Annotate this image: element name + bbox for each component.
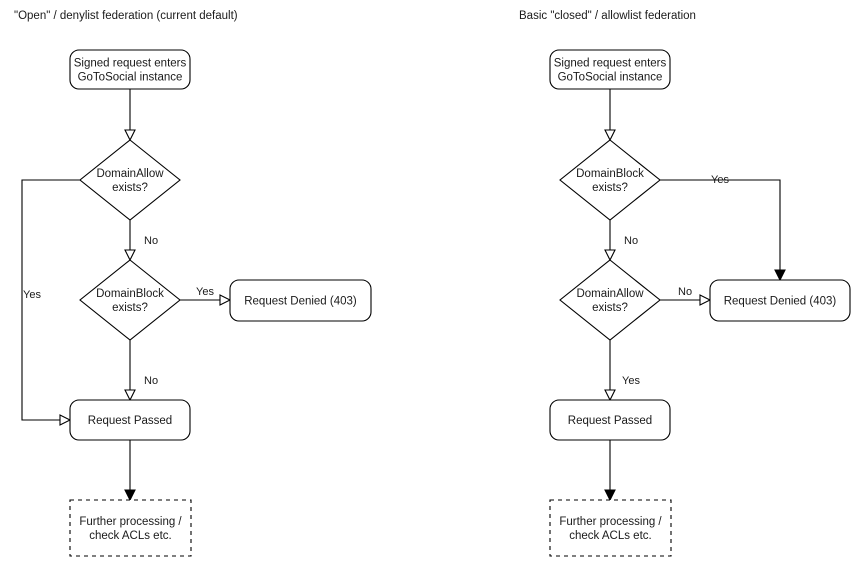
- diagram-title: "Open" / denylist federation (current de…: [14, 10, 238, 22]
- node-label: Request Passed: [568, 415, 652, 427]
- arrowhead-open-right: [699, 294, 712, 306]
- node-label: Further processing /check ACLs etc.: [559, 516, 662, 542]
- arrowhead-open-down: [604, 249, 616, 262]
- arrowhead-open-down: [604, 129, 616, 142]
- request-denied-node: Request Denied (403): [229, 279, 372, 322]
- edge-label: No: [144, 235, 158, 247]
- node-label: Request Denied (403): [724, 296, 837, 308]
- request-denied-node: Request Denied (403): [709, 279, 851, 322]
- edge-label: No: [144, 375, 158, 387]
- arrowhead-open-down: [124, 389, 136, 402]
- edge-passed-to-further: [124, 440, 136, 502]
- arrowhead-open-down: [124, 129, 136, 142]
- rounded-box: [229, 279, 372, 322]
- arrowhead-open-right: [219, 294, 232, 306]
- request-passed-node: Request Passed: [69, 399, 191, 441]
- arrowhead-open-right: [59, 414, 72, 426]
- further-processing-node: Further processing /check ACLs etc.: [549, 499, 672, 557]
- arrowhead-solid-down: [604, 489, 616, 502]
- edge-label: No: [624, 235, 638, 247]
- edge-domainblock-no-to-domainallow: No: [604, 220, 638, 262]
- edge-passed-to-further: [604, 440, 616, 502]
- diagram-title: Basic "closed" / allowlist federation: [519, 10, 696, 22]
- edge-entry-to-domainblock: [604, 89, 616, 142]
- rounded-box: [549, 399, 671, 441]
- dashed-box: [549, 499, 672, 557]
- arrowhead-open-down: [124, 249, 136, 262]
- decision-diamond: [79, 139, 181, 221]
- edge-entry-to-domainallow: [124, 89, 136, 142]
- rounded-box: [69, 399, 191, 441]
- node-label: Further processing /check ACLs etc.: [79, 516, 182, 542]
- edge-label: Yes: [622, 375, 640, 387]
- rounded-box: [709, 279, 851, 322]
- node-label: Request Denied (403): [244, 296, 357, 308]
- node-label: Request Passed: [88, 415, 172, 427]
- arrowhead-open-down: [604, 389, 616, 402]
- decision-diamond: [79, 259, 181, 341]
- edge-label: Yes: [711, 174, 729, 186]
- arrowhead-solid-down: [124, 489, 136, 502]
- edge-domainallow-yes-to-passed: Yes: [604, 340, 640, 402]
- edge-label: No: [678, 286, 692, 298]
- edge-path: [21, 179, 80, 421]
- dashed-box: [69, 499, 192, 557]
- edge-label: Yes: [196, 286, 214, 298]
- further-processing-node: Further processing /check ACLs etc.: [69, 499, 192, 557]
- edge-domainblock-yes-to-denied: Yes: [180, 286, 232, 306]
- edge-domainblock-yes-to-denied: Yes: [660, 174, 786, 282]
- edge-domainallow-yes-to-passed: Yes: [21, 179, 80, 426]
- request-passed-node: Request Passed: [549, 399, 671, 441]
- edge-domainblock-no-to-passed: No: [124, 340, 158, 402]
- decision-diamond: [559, 259, 661, 341]
- rounded-box: [69, 49, 191, 90]
- edge-label: Yes: [23, 289, 41, 301]
- diagram-open-denylist: "Open" / denylist federation (current de…: [14, 10, 372, 557]
- edge-domainallow-no-to-denied: No: [660, 286, 712, 306]
- decision-diamond: [559, 139, 661, 221]
- rounded-box: [549, 49, 671, 90]
- diagram-closed-allowlist: Basic "closed" / allowlist federationYes…: [519, 10, 851, 557]
- edge-domainallow-no-to-domainblock: No: [124, 220, 158, 262]
- edge-path: [660, 179, 781, 274]
- arrowhead-solid-down: [774, 269, 786, 282]
